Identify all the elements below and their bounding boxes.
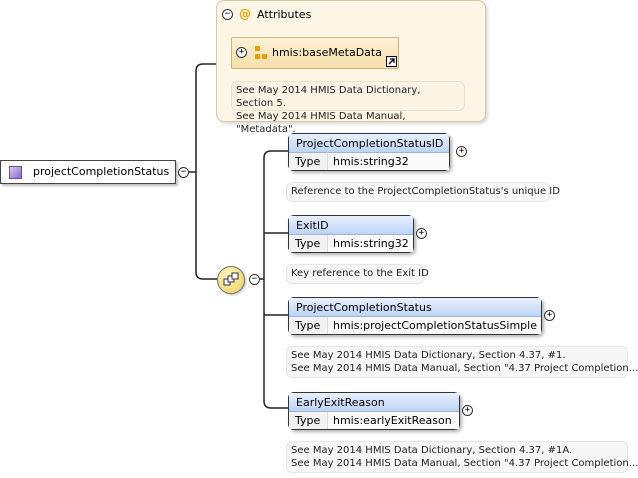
element-header: ProjectCompletionStatus	[289, 298, 541, 317]
shortcut-arrow-icon[interactable]	[386, 56, 397, 67]
attribute-group-label: hmis:baseMetaData	[272, 46, 382, 59]
annotation-line: See May 2014 HMIS Data Manual, Section "…	[291, 458, 638, 469]
expand-icon[interactable]: +	[236, 47, 247, 58]
attribute-group-item[interactable]: + hmis:baseMetaData	[231, 37, 399, 69]
element-name: ExitID	[296, 219, 329, 232]
type-key: Type	[295, 237, 321, 250]
element-header: ProjectCompletionStatusID	[289, 134, 449, 153]
type-value: hmis:earlyExitReason	[333, 414, 452, 427]
element-type-row: Type hmis:earlyExitReason	[289, 412, 459, 429]
attributes-title: Attributes	[257, 8, 312, 21]
type-value: hmis:string32	[333, 155, 409, 168]
type-value: hmis:string32	[333, 237, 409, 250]
root-element[interactable]: projectCompletionStatus	[0, 160, 176, 184]
element-exit-id[interactable]: ExitID Type hmis:string32	[288, 215, 414, 253]
element-header: ExitID	[289, 216, 413, 235]
expand-icon[interactable]: +	[456, 146, 467, 157]
complex-type-icon	[9, 166, 22, 179]
element-annotation: Reference to the ProjectCompletionStatus…	[286, 182, 560, 202]
annotation-line: See May 2014 HMIS Data Dictionary, Secti…	[236, 85, 421, 109]
at-icon: @	[239, 7, 251, 21]
root-element-label: projectCompletionStatus	[33, 165, 170, 178]
element-name: ProjectCompletionStatusID	[296, 137, 444, 150]
element-project-completion-status-id[interactable]: ProjectCompletionStatusID Type hmis:stri…	[288, 133, 450, 171]
type-key: Type	[295, 319, 321, 332]
collapse-icon[interactable]: −	[249, 274, 260, 285]
element-header: EarlyExitReason	[289, 393, 459, 412]
element-annotation: See May 2014 HMIS Data Dictionary, Secti…	[286, 346, 638, 378]
annotation-line: Reference to the ProjectCompletionStatus…	[291, 186, 560, 197]
sequence-compositor[interactable]	[217, 266, 245, 294]
expand-icon[interactable]: +	[544, 310, 555, 321]
element-annotation: Key reference to the Exit ID	[286, 264, 429, 284]
expand-icon[interactable]: +	[462, 405, 473, 416]
annotation-line: See May 2014 HMIS Data Dictionary, Secti…	[291, 350, 566, 361]
element-project-completion-status[interactable]: ProjectCompletionStatus Type hmis:projec…	[288, 297, 542, 335]
attributes-annotation: See May 2014 HMIS Data Dictionary, Secti…	[231, 81, 465, 135]
annotation-line: Key reference to the Exit ID	[291, 268, 429, 279]
expand-icon[interactable]: +	[416, 228, 427, 239]
element-type-row: Type hmis:string32	[289, 153, 449, 170]
element-type-row: Type hmis:projectCompletionStatusSimple	[289, 317, 541, 334]
sequence-icon	[223, 272, 239, 286]
attributes-panel: − @ Attributes + hmis:baseMetaData See M…	[216, 0, 486, 135]
type-key: Type	[295, 155, 321, 168]
collapse-icon[interactable]: −	[178, 167, 189, 178]
annotation-line: See May 2014 HMIS Data Manual, "Metadata…	[236, 111, 406, 135]
element-annotation: See May 2014 HMIS Data Dictionary, Secti…	[286, 441, 638, 473]
collapse-icon[interactable]: −	[222, 9, 233, 20]
attribute-group-icon	[255, 46, 267, 59]
element-name: ProjectCompletionStatus	[296, 301, 432, 314]
element-name: EarlyExitReason	[296, 396, 385, 409]
annotation-line: See May 2014 HMIS Data Manual, Section "…	[291, 363, 638, 374]
type-value: hmis:projectCompletionStatusSimple	[333, 319, 537, 332]
annotation-line: See May 2014 HMIS Data Dictionary, Secti…	[291, 445, 573, 456]
element-type-row: Type hmis:string32	[289, 235, 413, 252]
type-key: Type	[295, 414, 321, 427]
element-early-exit-reason[interactable]: EarlyExitReason Type hmis:earlyExitReaso…	[288, 392, 460, 430]
